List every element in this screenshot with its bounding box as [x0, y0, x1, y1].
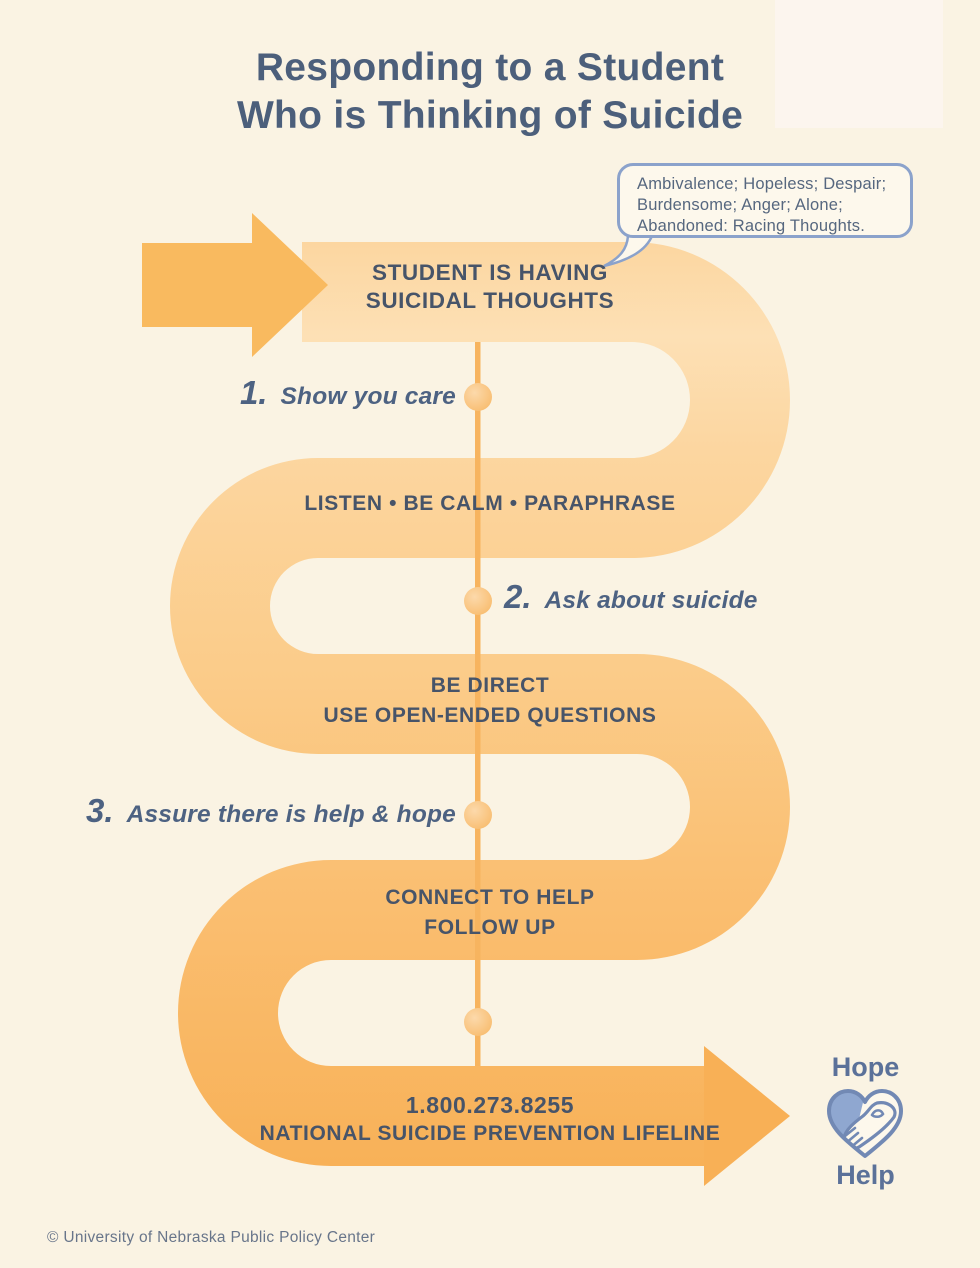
- entry-arrow-icon: [142, 213, 328, 357]
- band-connect-line1: CONNECT TO HELP: [385, 886, 595, 909]
- step-1: 1. Show you care: [0, 374, 456, 412]
- heart-hands-icon: [827, 1089, 903, 1158]
- band-be-direct-line1: BE DIRECT: [430, 674, 550, 697]
- page-title-line2: Who is Thinking of Suicide: [236, 93, 744, 137]
- page-title-line1: Responding to a Student: [255, 46, 725, 89]
- band-be-direct: BE DIRECT USE OPEN-ENDED QUESTIONS: [0, 671, 980, 731]
- copyright-text: © University of Nebraska Public Policy C…: [47, 1229, 376, 1246]
- timeline-dot-3: [464, 801, 492, 829]
- speech-bubble-line3: Abandoned: Racing Thoughts.: [637, 217, 866, 235]
- start-label-line2: SUICIDAL THOUGHTS: [365, 288, 615, 313]
- band-connect-line2: FOLLOW UP: [424, 916, 556, 939]
- step-2-label: Ask about suicide: [544, 587, 758, 614]
- hope-label: Hope: [831, 1052, 900, 1082]
- speech-bubble-line1: Ambivalence; Hopeless; Despair;: [637, 175, 887, 193]
- speech-bubble-tail: [603, 234, 654, 268]
- timeline-line: [475, 342, 481, 1066]
- step-2: 2. Ask about suicide: [504, 578, 758, 616]
- band-be-direct-line2: USE OPEN-ENDED QUESTIONS: [323, 704, 657, 727]
- timeline-dot-4: [464, 1008, 492, 1036]
- speech-bubble: Ambivalence; Hopeless; Despair; Burdenso…: [617, 163, 913, 238]
- band-connect: CONNECT TO HELP FOLLOW UP: [0, 883, 980, 943]
- start-label-line1: STUDENT IS HAVING: [371, 260, 609, 285]
- background-highlight: [775, 0, 943, 128]
- timeline-dot-1: [464, 383, 492, 411]
- speech-bubble-line2: Burdensome; Anger; Alone;: [637, 196, 843, 214]
- step-2-number: 2.: [504, 578, 532, 615]
- help-label: Help: [836, 1160, 895, 1190]
- band-listen: LISTEN • BE CALM • PARAPHRASE: [304, 492, 676, 515]
- start-label: STUDENT IS HAVING SUICIDAL THOUGHTS: [0, 259, 980, 315]
- step-1-label: Show you care: [280, 383, 456, 410]
- step-3-number: 3.: [86, 792, 114, 829]
- timeline-dot-2: [464, 587, 492, 615]
- end-arrowhead-icon: [704, 1046, 790, 1186]
- page-title: Responding to a Student Who is Thinking …: [0, 44, 980, 139]
- step-3-label: Assure there is help & hope: [126, 801, 456, 828]
- step-1-number: 1.: [239, 374, 268, 411]
- lifeline-phone: 1.800.273.8255: [405, 1092, 575, 1118]
- step-3: 3. Assure there is help & hope: [0, 792, 456, 830]
- lifeline-name: NATIONAL SUICIDE PREVENTION LIFELINE: [259, 1122, 721, 1145]
